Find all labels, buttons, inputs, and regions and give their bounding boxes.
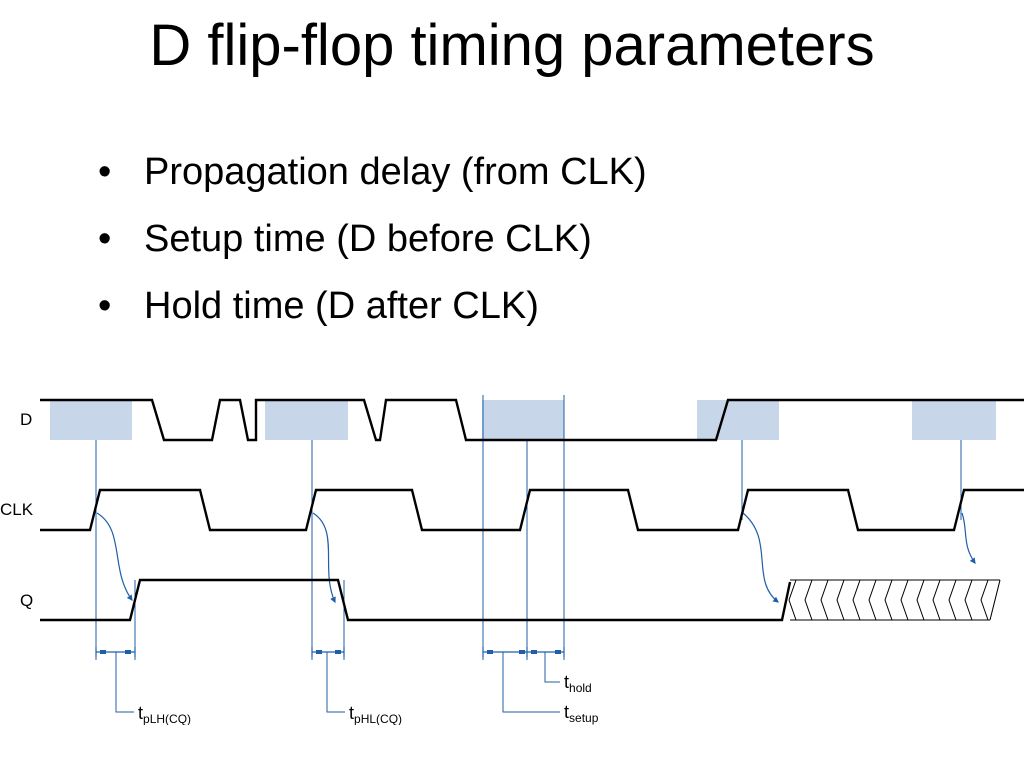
timing-diagram: D CLK Q tpLH(CQ) tpHL(CQ) thold tsetup [0, 395, 1024, 725]
bullet-text: Setup time (D before CLK) [144, 218, 592, 260]
tplh-sub: pLH(CQ) [143, 712, 191, 725]
bullet-item: • Hold time (D after CLK) [98, 280, 647, 347]
signal-label-clk: CLK [0, 500, 34, 519]
bullet-dot-icon: • [98, 218, 112, 260]
bullet-text: Hold time (D after CLK) [144, 285, 539, 327]
measurement-bars [95, 647, 565, 657]
measurement-ticks [100, 650, 561, 654]
tplh-label: tpLH(CQ) [138, 703, 191, 725]
bullet-item: • Setup time (D before CLK) [98, 213, 647, 280]
q-waveform [40, 578, 792, 622]
tsetup-main: t [564, 702, 569, 722]
signal-label-q: Q [20, 591, 33, 610]
thold-sub: hold [569, 681, 592, 695]
setup-hold-windows [50, 400, 996, 440]
tsetup-sub: setup [569, 711, 599, 725]
bullet-text: Propagation delay (from CLK) [144, 151, 647, 193]
tplh-main: t [138, 703, 143, 723]
d-waveform [40, 398, 1024, 442]
tphl-main: t [349, 703, 354, 723]
bullet-list: • Propagation delay (from CLK) • Setup tim… [98, 146, 647, 347]
tphl-sub: pHL(CQ) [354, 712, 402, 725]
tsetup-label: tsetup [564, 702, 599, 725]
thold-label: thold [564, 672, 592, 695]
propagation-arrows [96, 512, 976, 604]
label-leaders [115, 652, 560, 713]
bullet-dot-icon: • [98, 285, 112, 327]
signal-label-d: D [20, 410, 32, 429]
bullet-dot-icon: • [98, 151, 112, 193]
thold-main: t [564, 672, 569, 692]
bullet-item: • Propagation delay (from CLK) [98, 146, 647, 213]
slide-title: D flip-flop timing parameters [149, 13, 875, 78]
q-unknown-region [788, 579, 1001, 621]
clk-waveform [40, 488, 1024, 532]
tphl-label: tpHL(CQ) [349, 703, 402, 725]
